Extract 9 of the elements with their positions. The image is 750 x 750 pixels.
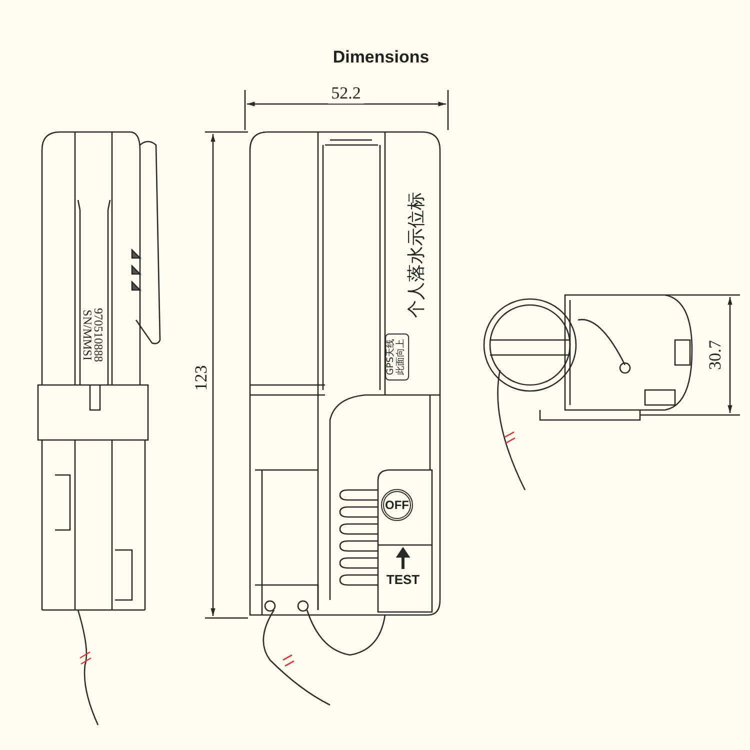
off-label: OFF xyxy=(381,489,413,521)
title: Dimensions xyxy=(332,48,430,68)
dimension-label: 52.2 xyxy=(328,84,364,104)
sticker-label: GPS天线此面向上 xyxy=(385,334,409,380)
serial-number: 970510888 xyxy=(92,308,105,362)
test-label: TEST xyxy=(386,572,420,588)
dimension-label: 30.7 xyxy=(706,340,726,370)
serial-number: SN/MMSI xyxy=(80,310,94,360)
product-label: 个人落水示位标 xyxy=(407,192,427,318)
